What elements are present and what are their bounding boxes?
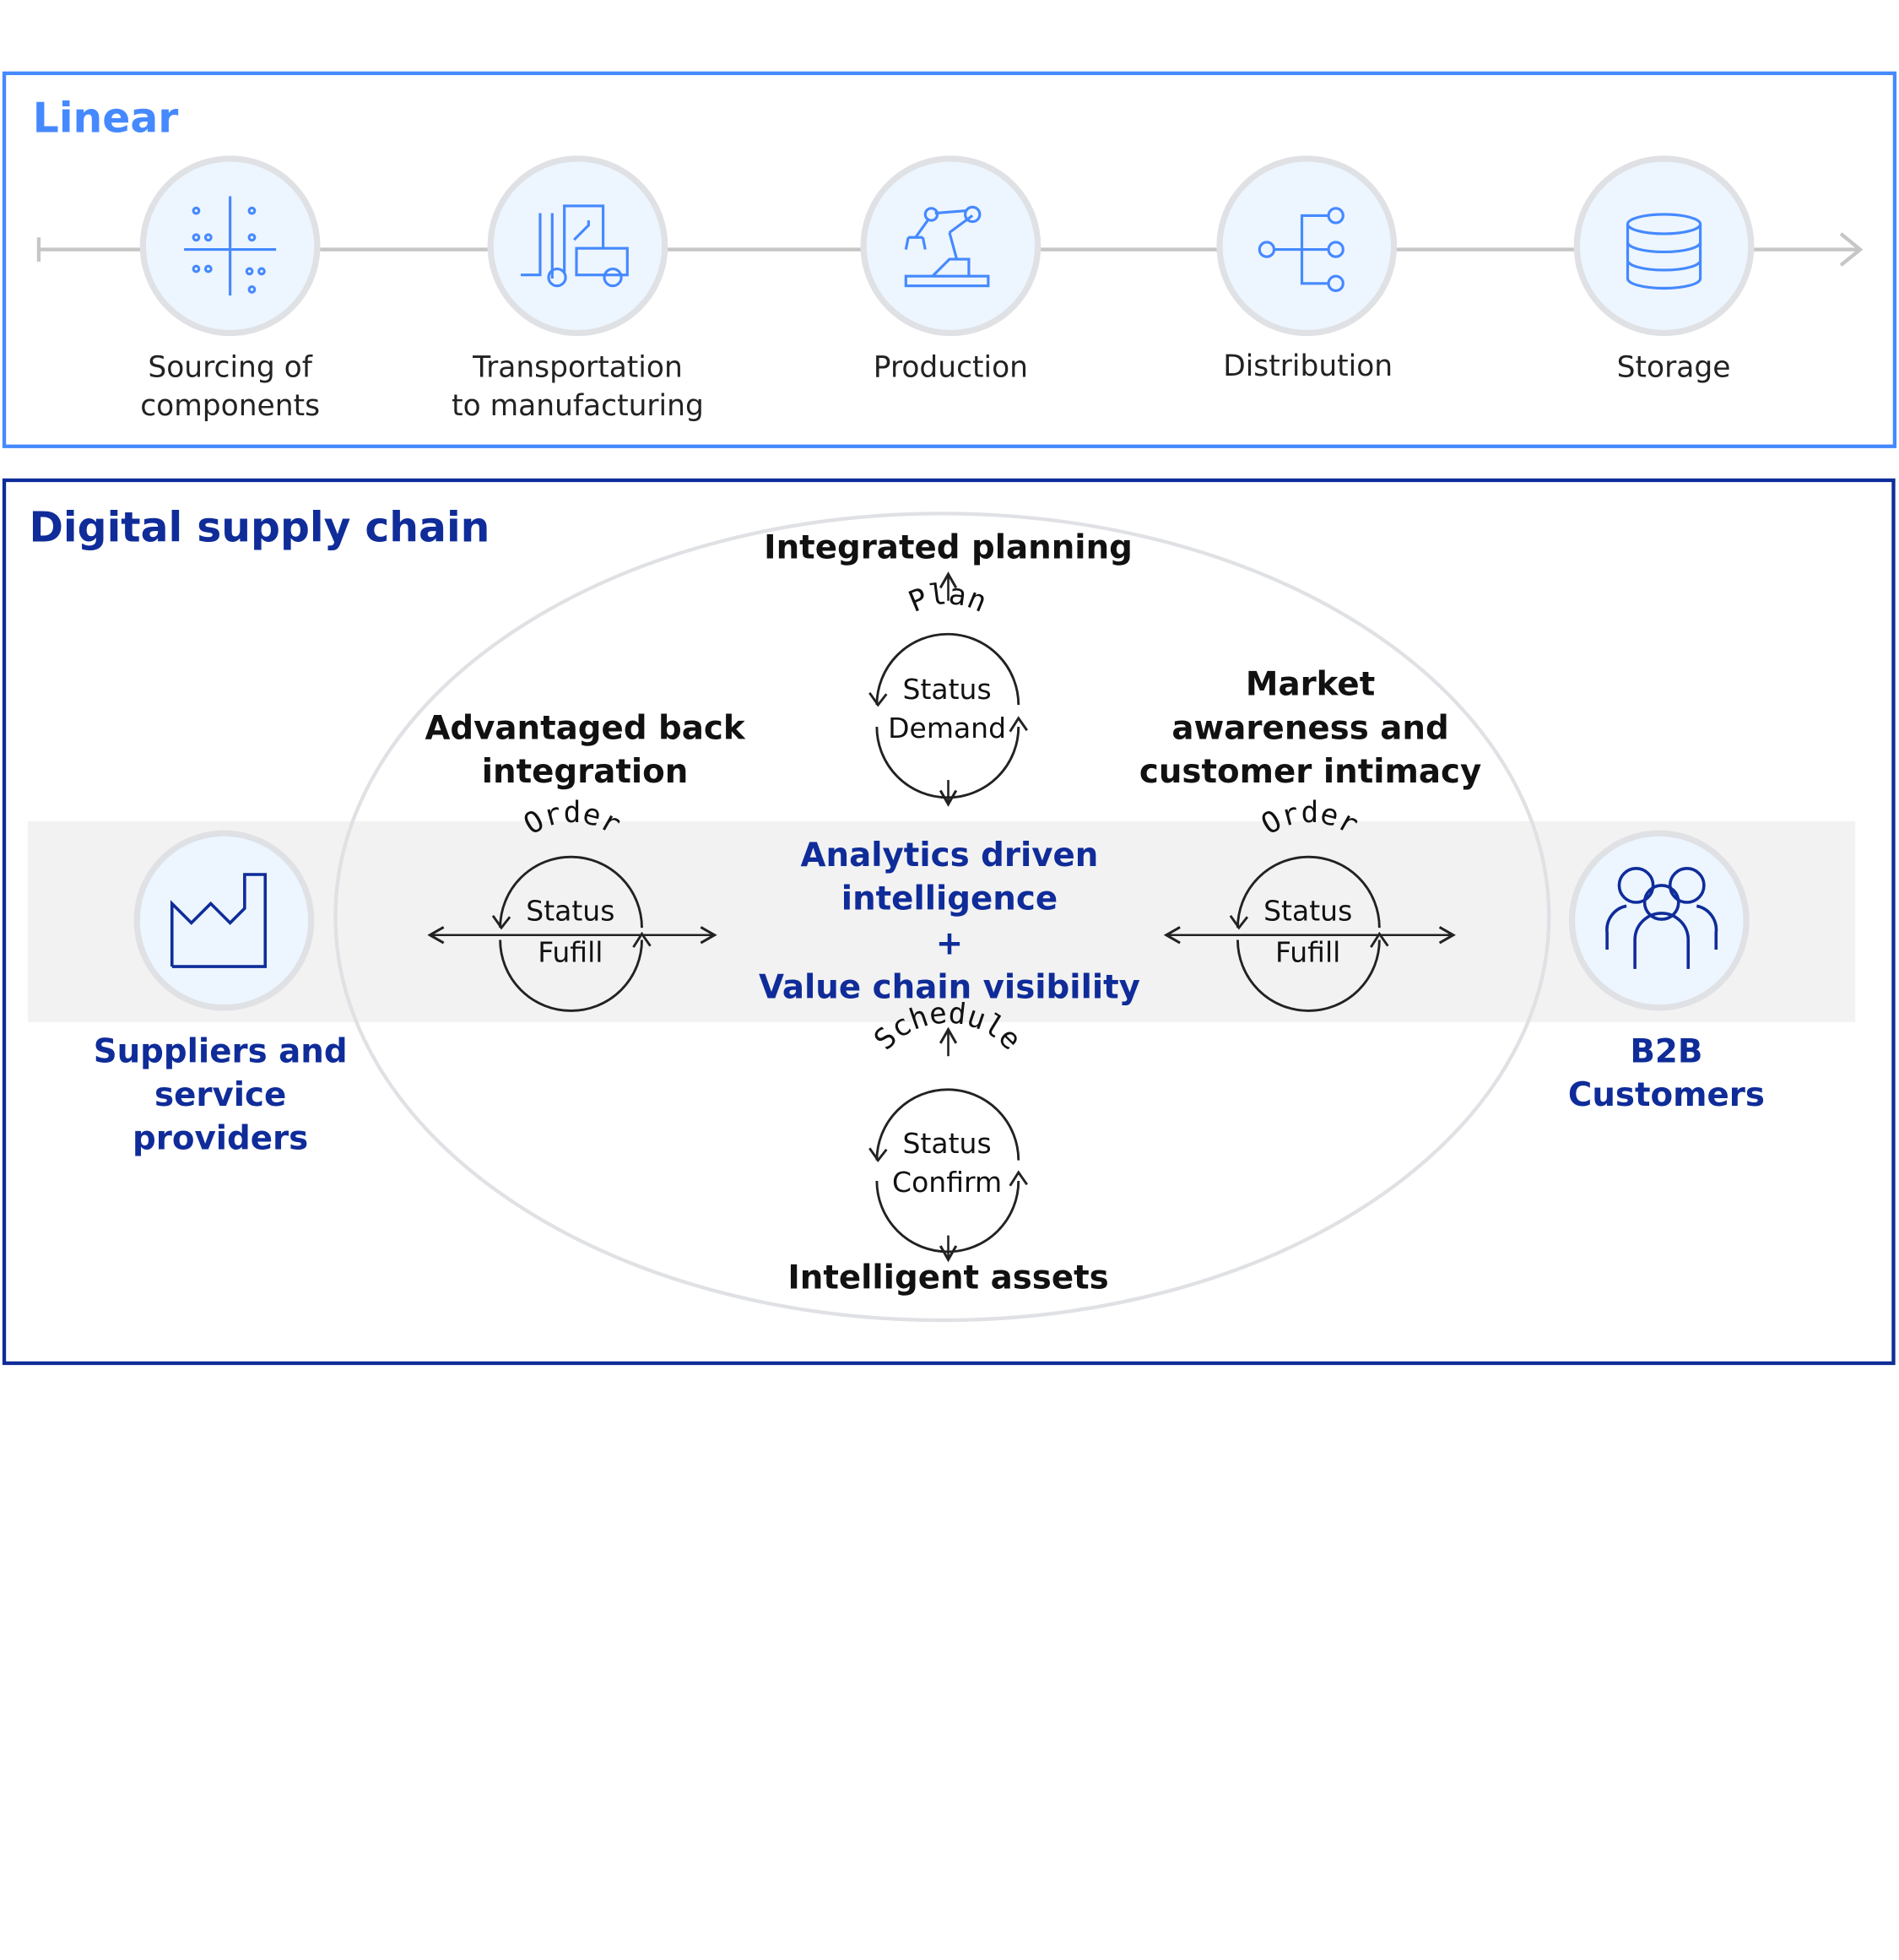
database-icon [1626,213,1702,290]
group-of-people-icon [1605,867,1718,969]
plan-cycle [868,632,1028,799]
step-label-sourcing: Sourcing of components [140,349,321,423]
integrated-planning-label: Integrated planning [764,529,1133,567]
intelligent-assets-label: Intelligent assets [787,1259,1109,1297]
scatter-grid-icon [184,196,277,296]
digital-supply-chain-panel [2,478,1896,1366]
forklift-icon [521,204,629,288]
order-left-fulfill-text: Fufill [538,937,603,969]
network-branch-icon [1258,207,1344,292]
analytics-driven-intelligence-label: Analytics driven intelligence [800,837,1099,918]
customers-label: B2B Customers [1567,1032,1765,1115]
step-label-transportation: Transportation to manufacturing [452,349,704,423]
step-label-production: Production [873,349,1029,384]
schedule-confirm-text: Confirm [892,1167,1003,1199]
robot-arm-icon [904,205,990,288]
linear-panel [2,71,1897,448]
market-awareness-label: Market awareness and customer intimacy [1139,666,1482,791]
center-plus-sign: + [935,925,964,963]
main-ellipse [333,512,1551,1323]
order-right-fulfill-text: Fufill [1275,937,1341,969]
advantaged-back-integration-label: Advantaged back integration [425,709,745,791]
order-right-status-text: Status [1263,896,1353,929]
step-label-distribution: Distribution [1223,349,1393,383]
factory-icon [170,873,268,968]
suppliers-label: Suppliers and service providers [93,1032,348,1158]
plan-demand-text: Demand [888,713,1007,745]
value-chain-visibility-label: Value chain visibility [759,968,1140,1007]
order-cycle-right [1229,855,1389,1012]
gray-band [28,820,1856,1023]
order-cycle-left [491,855,652,1012]
schedule-status-text: Status [902,1129,992,1161]
diagram-graphics: Plan Schedule Order Order [28,155,1864,1323]
linear-title: Linear [32,94,179,143]
plan-status-text: Status [902,674,992,707]
order-left-status-text: Status [526,896,615,929]
schedule-cycle [868,1088,1028,1253]
linear-step-circles [139,155,1755,337]
suppliers-circle [133,830,315,1011]
step-label-storage: Storage [1616,349,1731,384]
digital-supply-chain-title: Digital supply chain [29,503,490,553]
